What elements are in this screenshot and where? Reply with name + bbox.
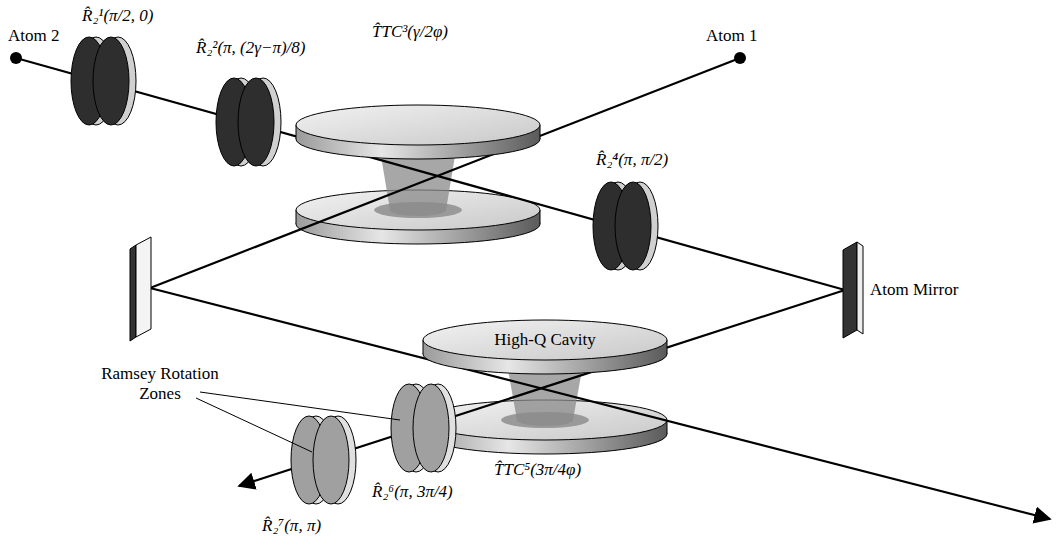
operator-label: T̂TC³(γ/2φ) <box>372 22 448 42</box>
atom-beam <box>150 58 740 288</box>
operator-label: R̂₂⁴(π, π/2) <box>596 150 668 170</box>
cavity-plate <box>296 105 540 159</box>
ramsey-zone <box>216 78 281 166</box>
cavity-label: High-Q Cavity <box>494 330 596 350</box>
leader-line <box>196 398 312 452</box>
operator-label: R̂₂⁶(π, 3π/4) <box>372 482 453 502</box>
atom-beam <box>150 288 1050 519</box>
mirror-label: Atom Mirror <box>870 280 958 300</box>
atom-label: Atom 2 <box>8 26 59 46</box>
atom-mirror <box>130 245 136 341</box>
operator-label: T̂TC⁵(3π/4φ) <box>494 460 581 480</box>
atom-mirror <box>843 242 857 338</box>
ramsey-zone <box>391 384 456 472</box>
atom-mirror <box>136 237 151 337</box>
ramsey-zone <box>71 37 136 125</box>
atom-label: Atom 1 <box>706 26 757 46</box>
cavity-plate <box>423 320 667 374</box>
operator-label: R̂₂²(π, (2γ−π)/8) <box>196 38 305 58</box>
zone-label: Ramsey Rotation Zones <box>98 364 222 405</box>
leader-line <box>200 392 400 420</box>
operator-label: R̂₂¹(π/2, 0) <box>82 6 153 26</box>
atom-dot <box>734 52 746 64</box>
ramsey-zone <box>291 416 356 504</box>
atom-dot <box>10 52 22 64</box>
atom-mirror <box>857 242 863 334</box>
operator-label: R̂₂⁷(π, π) <box>262 516 321 536</box>
ramsey-zone <box>593 182 658 270</box>
